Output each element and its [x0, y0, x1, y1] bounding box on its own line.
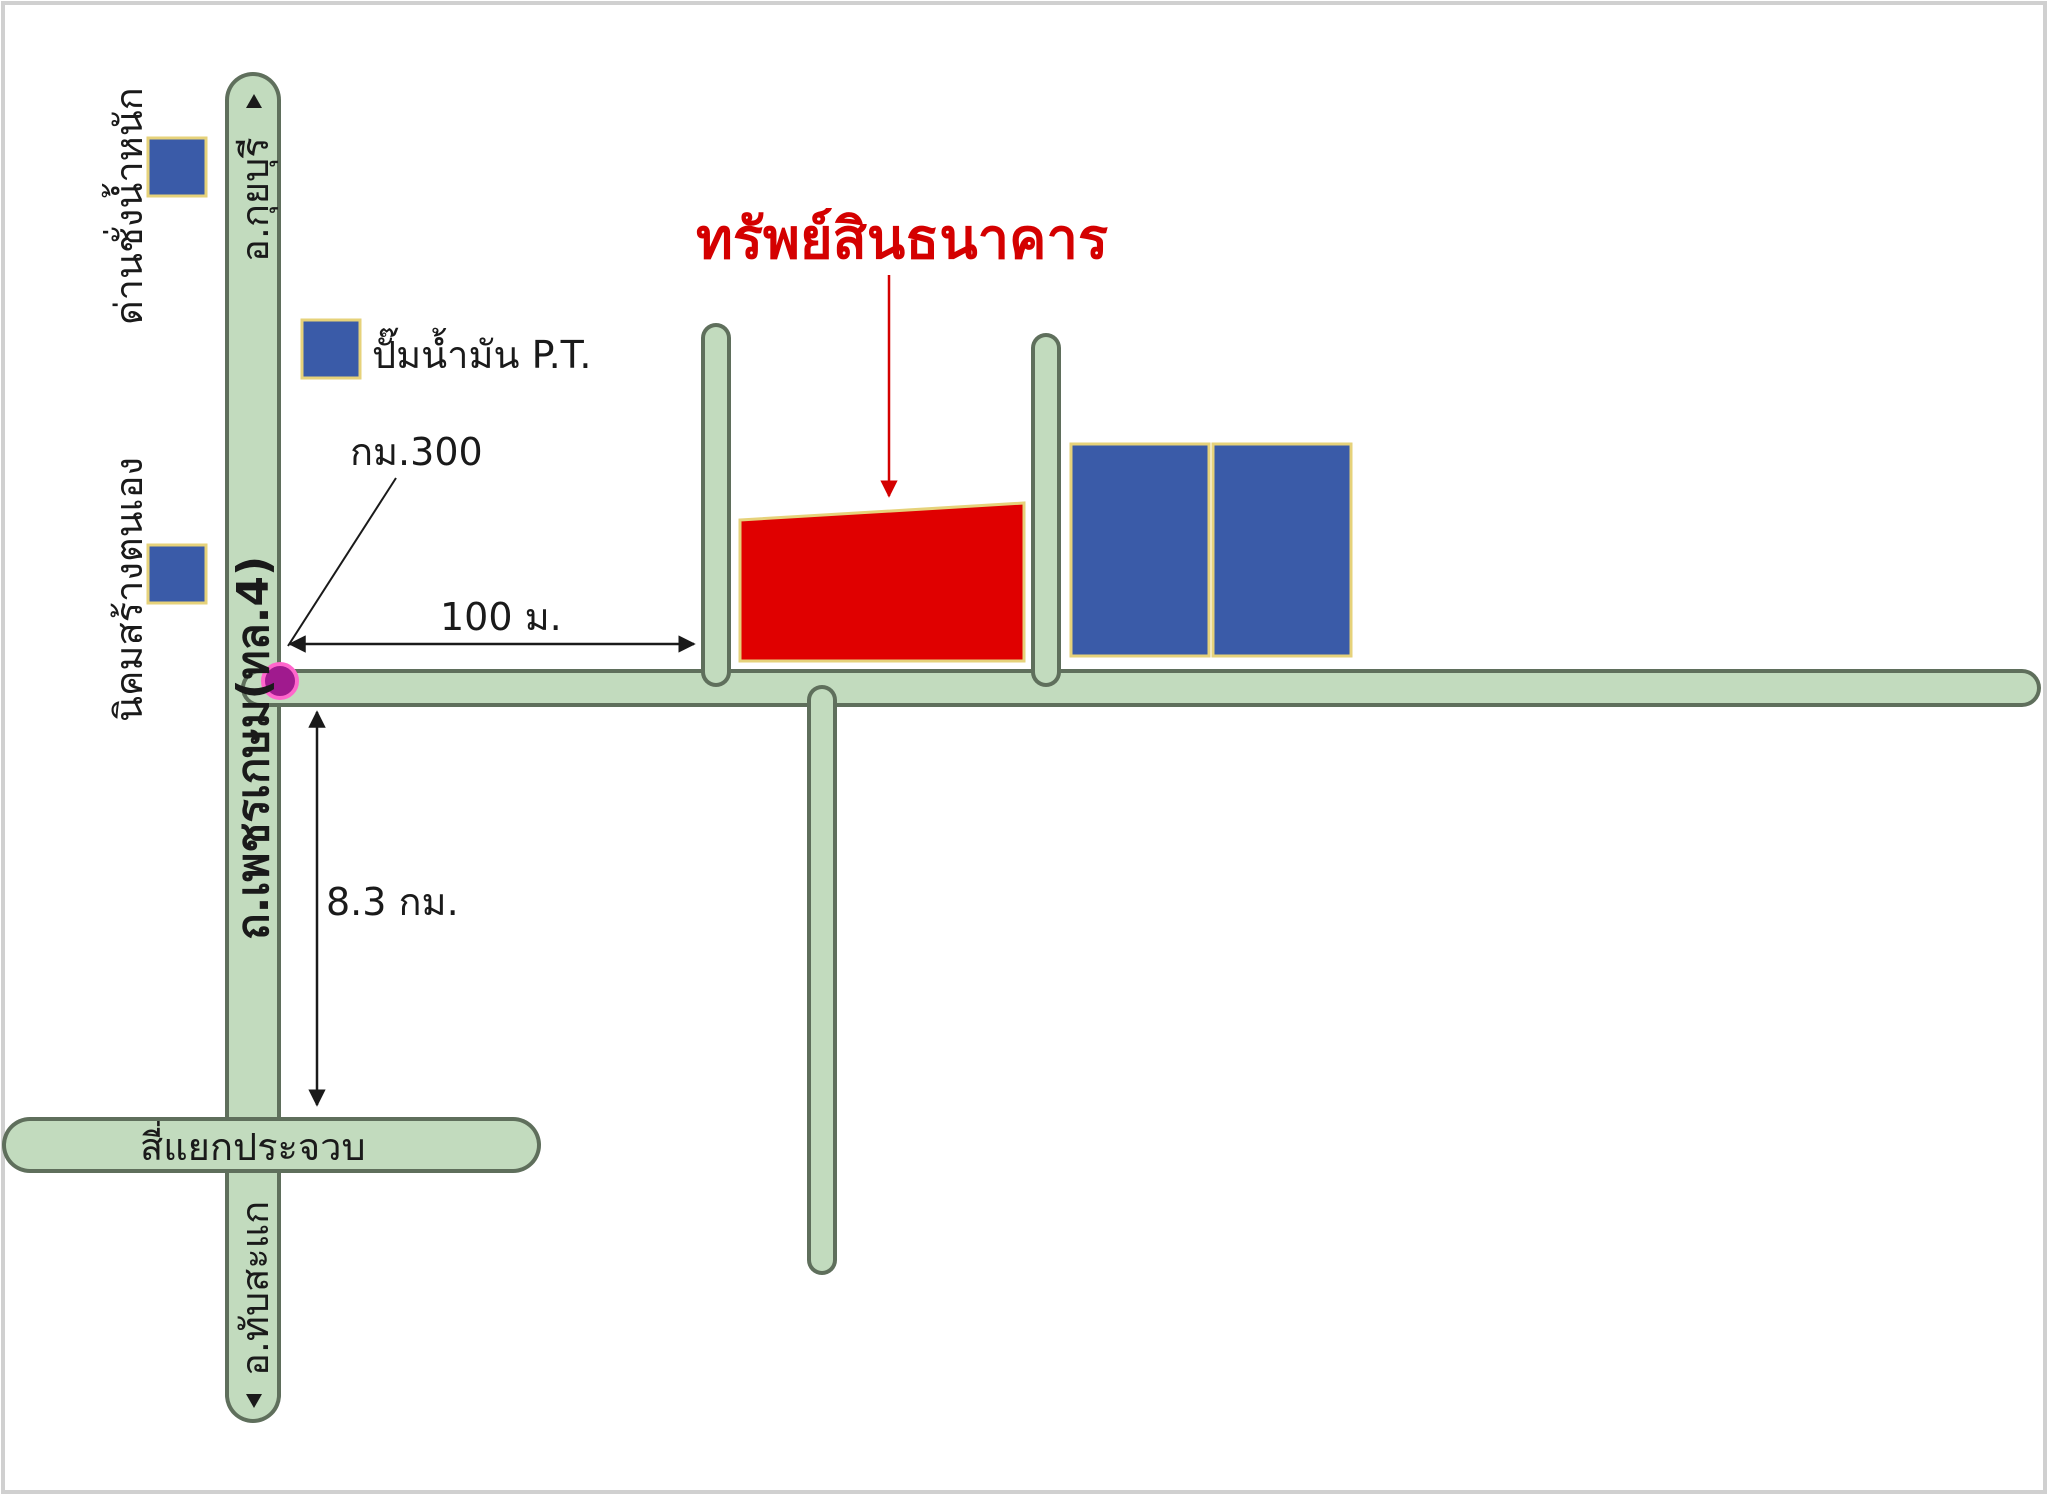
- weigh-station-building-icon: [146, 136, 208, 198]
- km-marker-label: กม.300: [350, 430, 483, 474]
- main-road-label: ถ.เพชรเกษม(ทล.4): [228, 556, 279, 940]
- km-300-location-marker-icon: [261, 662, 299, 700]
- distance-east-label: 100 ม.: [440, 595, 562, 639]
- settlement-building-icon: [146, 543, 208, 605]
- neighbor-building-left: [1069, 442, 1211, 658]
- to-south-label: อ.ทับสะแก: [233, 1201, 277, 1376]
- km-marker-pointer-line: [287, 477, 397, 647]
- north-direction-arrow-icon: [246, 94, 262, 108]
- property-title: ทรัพย์สินธนาคาร: [696, 207, 1108, 272]
- property-plot: [738, 501, 1026, 663]
- distance-south-label: 8.3 กม.: [326, 880, 459, 924]
- gas-station-building-icon: [300, 318, 362, 380]
- intersection-label: สี่แยกประจวบ: [140, 1121, 366, 1169]
- gas-station-label: ปั๊มน้ำมัน P.T.: [372, 327, 591, 377]
- south-direction-arrow-icon: [246, 1394, 262, 1408]
- settlement-label: นิคมสร้างตนเอง: [107, 457, 151, 722]
- neighbor-building-right: [1211, 442, 1353, 658]
- roads: [2, 72, 2041, 1423]
- to-north-label: อ.กุยบุรี: [233, 137, 278, 262]
- weigh-station-label: ด่านชั่งน้ำหนัก: [101, 87, 151, 325]
